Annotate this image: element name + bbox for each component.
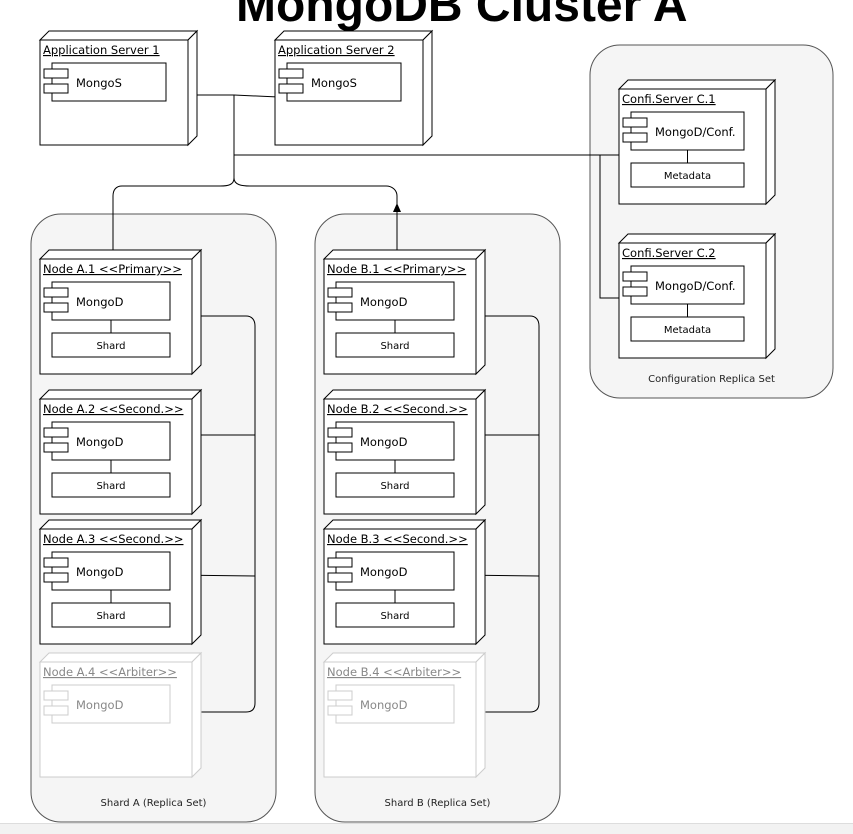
component-icon	[327, 427, 353, 438]
app-server-1-component-name: MongoS	[76, 76, 122, 90]
component-icon	[327, 287, 353, 298]
shard-a-node-1-component-name: MongoD	[76, 295, 124, 309]
app-server-2-label: Application Server 2	[278, 43, 395, 57]
config-server-2-label: Confi.Server C.2	[622, 246, 716, 260]
shard-b-node-3-store-name: Shard	[380, 611, 409, 622]
app-server-1-component: MongoS	[43, 62, 167, 102]
shard-a-node-4-label: Node A.4 <<Arbiter>>	[43, 665, 177, 679]
shard-b-node-4-component: MongoD	[327, 684, 455, 724]
app-server-2-component-name: MongoS	[311, 76, 357, 90]
shard-b-node-1-store-name: Shard	[380, 341, 409, 352]
config-server-1-component-name: MongoD/Conf.	[655, 125, 736, 139]
shard-a-node-1: Node A.1 <<Primary>> MongoD Shard	[38, 248, 203, 376]
shard-a-node-1-label: Node A.1 <<Primary>>	[43, 262, 182, 276]
config-server-1-label: Confi.Server C.1	[622, 92, 716, 106]
app-server-2-component: MongoS	[278, 62, 402, 102]
shard-b-node-2-component-name: MongoD	[360, 435, 408, 449]
component-icon	[327, 557, 353, 568]
component-icon	[43, 68, 69, 79]
app-server-2: Application Server 2 MongoS	[273, 29, 434, 147]
shard-a-node-2: Node A.2 <<Second.>> MongoD Shard	[38, 388, 203, 516]
shard-b-node-1-component-name: MongoD	[360, 295, 408, 309]
component-icon	[278, 68, 304, 79]
shard-a-node-2-component: MongoD	[43, 421, 171, 461]
shard-b-group-caption: Shard B (Replica Set)	[385, 798, 491, 809]
config-server-2-store-name: Metadata	[664, 325, 711, 336]
shard-a-node-3-store	[51, 602, 171, 628]
footer-bar	[0, 823, 853, 834]
config-server-2-component: MongoD/Conf.	[622, 265, 745, 305]
shard-b-node-3-store	[335, 602, 455, 628]
arrowhead-shard-b	[393, 203, 401, 212]
shard-b-node-1-label: Node B.1 <<Primary>>	[327, 262, 466, 276]
shard-b-node-3-component: MongoD	[327, 551, 455, 591]
component-icon	[622, 271, 648, 282]
shard-a-node-1-component: MongoD	[43, 281, 171, 321]
component-icon	[43, 287, 69, 298]
component-icon	[43, 557, 69, 568]
shard-a-node-2-store-name: Shard	[96, 481, 125, 492]
shard-b-node-2-label: Node B.2 <<Second.>>	[327, 402, 468, 416]
config-server-1-store	[630, 162, 745, 188]
component-icon	[622, 117, 648, 128]
shard-b-replica-bus	[456, 315, 540, 713]
shard-b-node-2-component: MongoD	[327, 421, 455, 461]
shard-a-node-1-store-name: Shard	[96, 341, 125, 352]
connector-to-shard-b	[233, 177, 398, 292]
shard-a-node-2-component-name: MongoD	[76, 435, 124, 449]
shard-a-node-3-store-name: Shard	[96, 611, 125, 622]
connector-to-shard-a	[112, 155, 235, 292]
shard-b-node-4-component-name: MongoD	[360, 698, 408, 712]
shard-a-group-caption: Shard A (Replica Set)	[101, 798, 207, 809]
config-server-2-store	[630, 316, 745, 342]
shard-b-node-4-label: Node B.4 <<Arbiter>>	[327, 665, 461, 679]
shard-b-node-1-component: MongoD	[327, 281, 455, 321]
config-server-1-component: MongoD/Conf.	[622, 111, 745, 151]
shard-a-node-4: Node A.4 <<Arbiter>> MongoD	[38, 651, 203, 779]
shard-a-node-3-label: Node A.3 <<Second.>>	[43, 532, 183, 546]
shard-a-node-1-store	[51, 332, 171, 358]
config-server-1-store-name: Metadata	[664, 171, 711, 182]
config-group-caption: Configuration Replica Set	[648, 374, 775, 385]
shard-b-node-2-store	[335, 472, 455, 498]
shard-a-node-4-component: MongoD	[43, 684, 171, 724]
shard-b-node-4: Node B.4 <<Arbiter>> MongoD	[322, 651, 487, 779]
shard-a-node-4-component-name: MongoD	[76, 698, 124, 712]
config-server-2-component-name: MongoD/Conf.	[655, 279, 736, 293]
shard-a-node-3-component-name: MongoD	[76, 565, 124, 579]
shard-a-replica-bus	[172, 315, 256, 713]
component-icon	[327, 690, 353, 701]
shard-b-node-2: Node B.2 <<Second.>> MongoD Shard	[322, 388, 487, 516]
shard-b-node-1: Node B.1 <<Primary>> MongoD Shard	[322, 248, 487, 376]
shard-b-node-1-store	[335, 332, 455, 358]
component-icon	[43, 690, 69, 701]
shard-b-node-3-component-name: MongoD	[360, 565, 408, 579]
shard-a-node-3: Node A.3 <<Second.>> MongoD Shard	[38, 518, 203, 646]
shard-b-node-2-store-name: Shard	[380, 481, 409, 492]
shard-a-node-2-label: Node A.2 <<Second.>>	[43, 402, 183, 416]
shard-b-node-3: Node B.3 <<Second.>> MongoD Shard	[322, 518, 487, 646]
app-server-1-label: Application Server 1	[43, 43, 160, 57]
shard-b-node-3-label: Node B.3 <<Second.>>	[327, 532, 468, 546]
diagram-title: MongoDB Cluster A	[236, 0, 688, 32]
shard-a-node-3-component: MongoD	[43, 551, 171, 591]
shard-a-node-2-store	[51, 472, 171, 498]
app-server-1: Application Server 1 MongoS	[38, 29, 199, 147]
component-icon	[43, 427, 69, 438]
